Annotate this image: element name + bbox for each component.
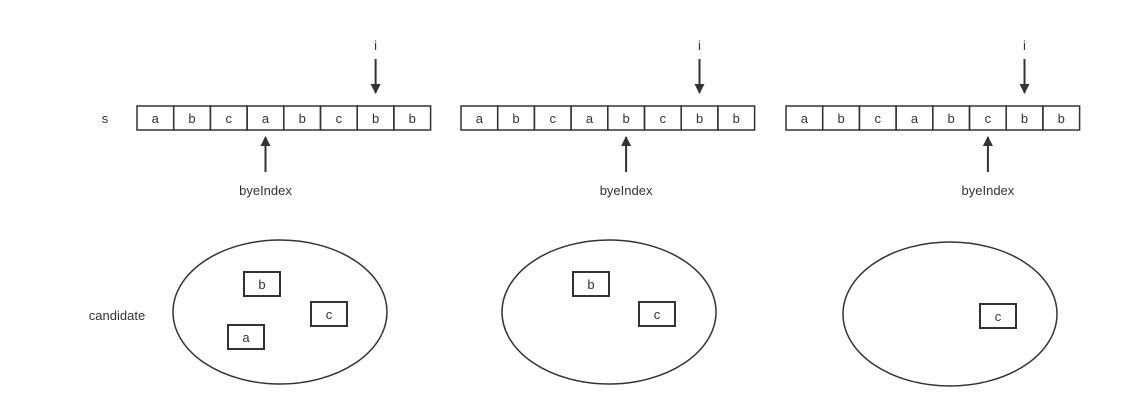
string-cell-char: b [299, 111, 306, 126]
string-cell-char: c [660, 111, 667, 126]
string-cell-char: a [262, 111, 270, 126]
i-pointer-label: i [1023, 38, 1026, 53]
string-cell-char: a [152, 111, 160, 126]
string-cell-char: b [188, 111, 195, 126]
string-cell-char: b [409, 111, 416, 126]
candidate-box [310, 301, 348, 327]
string-cell-char: c [550, 111, 557, 126]
string-cell [717, 105, 756, 131]
string-cell-char: b [1021, 111, 1028, 126]
candidate-char: a [242, 330, 250, 345]
string-cell [393, 105, 432, 131]
candidate-char: c [654, 307, 661, 322]
string-cell [1042, 105, 1081, 131]
candidate-set-ellipse [501, 239, 717, 385]
string-cell-char: a [476, 111, 484, 126]
i-pointer-label: i [374, 38, 377, 53]
candidate-set-ellipse [842, 241, 1058, 387]
string-cell-char: a [586, 111, 594, 126]
string-cell-char: b [696, 111, 703, 126]
string-cell-char: a [801, 111, 809, 126]
string-cell-char: a [911, 111, 919, 126]
candidate-box [227, 324, 265, 350]
string-cell-char: b [512, 111, 519, 126]
panel-3: a b c a b c b b i byeIndex c [785, 38, 1081, 387]
string-cell-char: b [947, 111, 954, 126]
string-cell-char: b [622, 111, 629, 126]
panel-2: a b c a b c b b i byeIndex b c [460, 38, 756, 385]
bye-index-pointer-label: byeIndex [600, 183, 653, 198]
candidate-char: b [587, 277, 594, 292]
candidate-box [638, 301, 676, 327]
string-cell-char: b [372, 111, 379, 126]
candidate-set-ellipse [172, 239, 388, 385]
candidate-char: c [326, 307, 333, 322]
string-cell-char: c [226, 111, 233, 126]
candidate-box [572, 271, 610, 297]
i-pointer-label: i [698, 38, 701, 53]
string-label: s [102, 111, 109, 126]
string-cell-char: b [733, 111, 740, 126]
string-cell-char: b [837, 111, 844, 126]
candidate-char: b [258, 277, 265, 292]
string-cell-char: c [336, 111, 343, 126]
bye-index-pointer-label: byeIndex [962, 183, 1015, 198]
candidate-char: c [995, 309, 1002, 324]
candidate-box [979, 303, 1017, 329]
panel-1: a b c a b c b b i byeIndex b c a [136, 38, 432, 385]
candidate-label: candidate [89, 308, 145, 323]
bye-index-pointer-label: byeIndex [239, 183, 292, 198]
string-cell-char: b [1058, 111, 1065, 126]
string-cell-char: c [875, 111, 882, 126]
string-cell-char: c [985, 111, 992, 126]
candidate-box [243, 271, 281, 297]
